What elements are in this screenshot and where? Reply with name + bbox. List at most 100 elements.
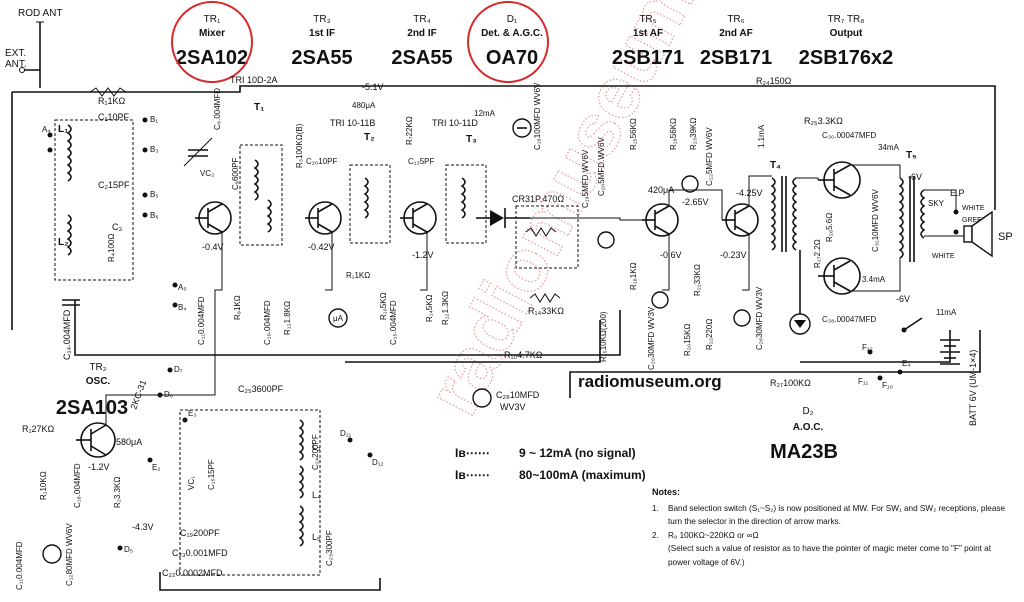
svg-text:A₄: A₄: [42, 125, 51, 134]
label-r4: R₄100Ω: [107, 234, 116, 262]
header-1st-if: TR₃ 1st IF 2SA55: [291, 14, 352, 69]
notes-item-num: 2.: [652, 530, 659, 540]
svg-text:F₁₀: F₁₀: [882, 381, 893, 390]
label-r433k: R₁₄33KΩ: [528, 306, 564, 316]
header-part: 2SA55: [391, 47, 452, 69]
label-c0002: C₂₂0.0002MFD: [162, 568, 223, 578]
wire-if1-emitter: [325, 232, 333, 291]
wire-af1: [662, 234, 670, 291]
label-l1: L₁: [58, 124, 68, 135]
top-supply-bus: [12, 85, 996, 210]
wire-af2: [742, 234, 750, 291]
label-c200b: C₂₄200PF: [311, 434, 320, 470]
label-t4: T₄: [770, 160, 781, 171]
tr6-af2-transistor: [722, 203, 759, 237]
label-v04: -0.4V: [202, 242, 224, 252]
label-c300: C₂₃300PF: [325, 530, 334, 566]
wire-if2-emitter: [420, 232, 428, 291]
label-c100mfd: C₁₈100MFD WV6V: [533, 82, 542, 150]
ib-row-2: Iв⋯⋯80~100mA (maximum): [455, 468, 646, 482]
notes-item-text: Band selection switch (S₁~S₂) is now pos…: [668, 503, 1006, 527]
label-c004e: C₁₁0.004MFD: [15, 541, 24, 590]
c28-electrolytic: [472, 388, 492, 408]
battery-icon: [940, 339, 960, 365]
svg-text:L₅: L₅: [312, 532, 321, 542]
cr3-resistor: [525, 227, 557, 237]
label-tri11b: TRI 10-11B: [330, 118, 375, 128]
label-r3k: R₁₂1.3KΩ: [441, 291, 450, 325]
label-r100k: R₃100KΩ(B): [295, 123, 304, 168]
label-r39k: R₂₃39KΩ: [689, 118, 698, 150]
label-vc1: VC₁: [187, 476, 196, 490]
label-vc2: VC₂: [200, 169, 214, 178]
header-role: Output: [830, 28, 863, 39]
aoc-tag: D₂: [802, 406, 813, 417]
svg-text:B₃: B₃: [150, 145, 159, 154]
wire-out-d: [850, 258, 901, 292]
label-c15pf: C₁₅15PF: [207, 459, 216, 490]
header-part: 2SB171: [700, 47, 772, 69]
header-1st-af: TR₅ 1st AF 2SB171: [612, 14, 684, 69]
label-r18k: R₁₂1.8KΩ: [283, 301, 292, 335]
label-t5: T₅: [906, 150, 917, 161]
label-white: WHITE: [962, 205, 985, 212]
osc-role: OSC.: [86, 376, 111, 387]
t3-transformer-box: [445, 164, 487, 244]
ib-row-1: Iв⋯⋯9 ~ 12mA (no signal): [455, 446, 636, 460]
label-tri10d2a: TRI 10D-2A: [230, 75, 278, 85]
label-t2: T₂: [364, 132, 375, 143]
wire-osc-link: [105, 300, 216, 425]
notes-item: (Select such a value of resistor as to h…: [652, 542, 1012, 569]
wire-af-chain: [530, 217, 642, 221]
label-c30mfd: C₂₅30MFD WV3V: [647, 306, 656, 370]
label-green: GREEN: [962, 217, 987, 224]
wire-mixer-emitter: [214, 232, 223, 300]
t3-coil: [460, 177, 466, 219]
ground-bus: [74, 300, 621, 356]
label-c80mfd: C₁₂80MFD WV6V: [65, 523, 74, 586]
mixer-highlight-circle: [171, 1, 253, 83]
header-output: TR₇ TR₈ Output 2SB176x2: [799, 14, 894, 69]
label-c00047: C₃₀.00047MFD: [822, 131, 876, 140]
label-r1k2: R₉1KΩ: [233, 295, 242, 320]
t5-output-transformer: [898, 176, 926, 262]
header-part: 2SB176x2: [799, 47, 894, 69]
label-sp: SP: [998, 231, 1013, 243]
label-ua420: 420μA: [648, 185, 674, 195]
label-r150: R₂₄150Ω: [756, 76, 792, 86]
notes-item-num: [652, 542, 668, 569]
header-tag: TR₇ TR₈: [828, 14, 865, 25]
header-2nd-if: TR₄ 2nd IF 2SA55: [391, 14, 452, 69]
svg-text:E₂: E₂: [152, 463, 160, 472]
label-c5mfd1: C₁₉5MFD.WV6V: [581, 149, 590, 208]
notes-item-text: (Select such a value of resistor as to h…: [668, 544, 992, 567]
label-v023: -0.23V: [720, 250, 747, 260]
tr8-output-transistor: [818, 257, 861, 295]
label-c1: C₁10PF: [98, 112, 130, 122]
wire-out-b: [796, 177, 819, 180]
header-part: 2SA102: [176, 47, 248, 69]
rod-ant-label: ROD ANT: [18, 8, 62, 19]
label-r1k3: R₁₈1KΩ: [629, 262, 638, 290]
label-batt: BATT 6V (UM-1×4): [968, 350, 978, 426]
header-mixer: TR₁ Mixer 2SA102: [176, 14, 248, 69]
label-meter: μA: [333, 314, 344, 323]
t1-primary: [253, 159, 259, 201]
label-r220: R₂₂220Ω: [705, 319, 714, 350]
header-role: 2nd IF: [407, 28, 436, 39]
svg-text:E₄: E₄: [902, 359, 911, 368]
label-r56k1: R₁₅56KΩ: [629, 118, 638, 150]
speaker-icon: [963, 210, 993, 258]
label-r33k: R₂₅3.3KΩ: [804, 116, 843, 126]
label-r1: R₁1KΩ: [98, 96, 126, 106]
c18-electrolytic: [512, 118, 532, 138]
label-ua580: 580μA: [116, 437, 142, 447]
label-c00047b: C₃₈.00047MFD: [822, 315, 876, 324]
bottom-bus: [159, 572, 381, 591]
label-tri11d: TRI 10-11D: [432, 118, 478, 128]
label-v06: -0.6V: [660, 250, 682, 260]
resistor-r14: [529, 293, 561, 303]
detector-highlight-circle: [467, 1, 549, 83]
tr1-mixer-transistor: [195, 201, 232, 235]
